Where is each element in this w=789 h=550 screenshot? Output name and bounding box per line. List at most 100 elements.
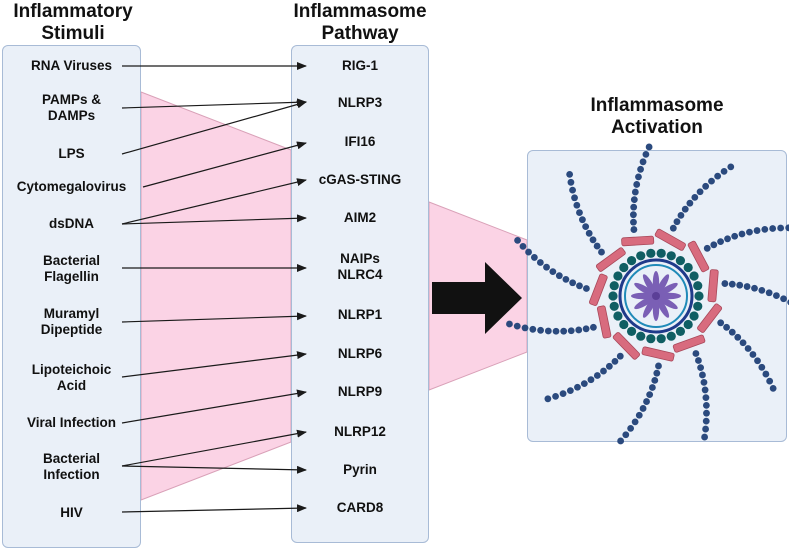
pathway-rig-1: RIG-1 (291, 58, 429, 74)
pathway-label-line: NAIPs (340, 251, 380, 266)
strand-bead (589, 236, 597, 244)
stimulus-lipoteichoic-acid: Lipoteichoic Acid (2, 362, 141, 394)
strand-bead (743, 283, 751, 290)
strand-bead (643, 398, 650, 405)
strand-bead (630, 226, 638, 233)
strand-bead (566, 170, 574, 178)
strand-bead (536, 259, 544, 266)
strand-bead (669, 224, 677, 232)
pathway-nlrp3: NLRP3 (291, 95, 429, 111)
teal-bead (646, 334, 656, 344)
strand-bead (785, 224, 789, 232)
strand-bead (653, 369, 661, 377)
core-star-petal (642, 296, 657, 318)
teal-bead (636, 331, 646, 341)
strand-bead (552, 327, 560, 335)
strand-bead (720, 167, 728, 175)
core-star-petal (634, 295, 656, 310)
strand-bead (569, 186, 576, 194)
pink-segment (612, 332, 641, 360)
connector-hiv-card8 (121, 504, 307, 513)
strand-bead (753, 227, 761, 234)
strand-bead (721, 280, 729, 287)
pink-segment (687, 240, 710, 273)
strand-bead (761, 225, 769, 233)
strand-bead (630, 196, 638, 204)
teal-bead (693, 281, 703, 291)
pathway-label-line: AIM2 (343, 210, 377, 225)
pathway-label-line: NLRP1 (337, 307, 383, 322)
strand-bead (728, 280, 736, 288)
pathway-label-line: NLRP3 (337, 95, 383, 110)
strand-bead (590, 323, 597, 331)
pink-segment (641, 346, 675, 362)
strand-bead (703, 409, 710, 417)
strand-bead (728, 328, 736, 336)
stimulus-label-line: Flagellin (44, 269, 99, 284)
strand-bead (635, 173, 642, 181)
core-star-petal (656, 282, 678, 297)
strand-bead (587, 376, 595, 384)
stimulus-lps: LPS (2, 146, 141, 162)
strand-bead (630, 218, 637, 226)
activation-heading-line-1: Inflammasome (590, 95, 724, 116)
strand-bead (702, 182, 710, 190)
stimulus-label-line: Lipoteichoic (31, 362, 112, 377)
strand-bead (571, 194, 578, 202)
strand-bead (648, 384, 656, 391)
core-star-petal (656, 295, 678, 310)
strand-bead (562, 276, 570, 283)
connector-viral-infection-nlrp9 (121, 389, 307, 424)
strand-bead (635, 411, 643, 419)
stimulus-pamps-damps: PAMPs & DAMPs (2, 92, 141, 124)
strand-bead (583, 285, 590, 292)
strand-bead (777, 224, 785, 232)
strand-bead (537, 326, 544, 334)
connector-cytomegalovirus-ifi16 (142, 141, 307, 188)
stimulus-muramyl-dipeptide: Muramyl Dipeptide (2, 306, 141, 338)
strand-bead (717, 319, 725, 327)
pathway-label-line: cGAS-STING (318, 172, 402, 187)
strand-bead (702, 425, 709, 433)
stimulus-cytomegalovirus: Cytomegalovirus (2, 179, 141, 195)
stimulus-label-line: dsDNA (48, 216, 94, 231)
stimuli-panel (2, 45, 141, 548)
pathway-panel (291, 45, 429, 543)
core-star-petal (655, 274, 670, 296)
pink-segment (654, 228, 686, 251)
core-star-petal (655, 296, 670, 318)
connector-lps-nlrp3 (121, 100, 307, 155)
strand-bead (695, 357, 702, 364)
strand-bead (655, 362, 662, 370)
pathway-ifi16: IFI16 (291, 134, 429, 150)
stimulus-label-line: LPS (58, 146, 85, 161)
stimulus-label-line: Muramyl (43, 306, 100, 321)
core-ring-outer (618, 258, 694, 334)
strand-bead (702, 417, 710, 425)
strand-bead (543, 263, 550, 271)
pathway-nlrp1: NLRP1 (291, 307, 429, 323)
strand-bead (696, 188, 704, 196)
strand-bead (629, 211, 637, 219)
strand-bead (703, 244, 711, 252)
stimulus-label-line: HIV (60, 505, 83, 520)
pathway-card8: CARD8 (291, 500, 429, 516)
strand-bead (617, 437, 625, 445)
teal-bead (694, 291, 704, 301)
core-star-petal (642, 274, 657, 296)
activation-heading-line-2: Activation (611, 117, 703, 138)
pathway-pyrin: Pyrin (291, 462, 429, 478)
pink-segment (595, 247, 626, 272)
strand-bead (699, 371, 706, 379)
strand-bead (582, 223, 590, 231)
teal-bead (683, 262, 693, 273)
strand-bead (751, 284, 758, 292)
pathway-label-line: CARD8 (336, 500, 384, 515)
strand-bead (642, 150, 650, 158)
pathway-heading-line-2: Pathway (321, 23, 399, 44)
pathway-aim2: AIM2 (291, 210, 429, 226)
strand-bead (702, 401, 710, 409)
strand-bead (714, 172, 722, 180)
strand-bead (697, 364, 705, 372)
